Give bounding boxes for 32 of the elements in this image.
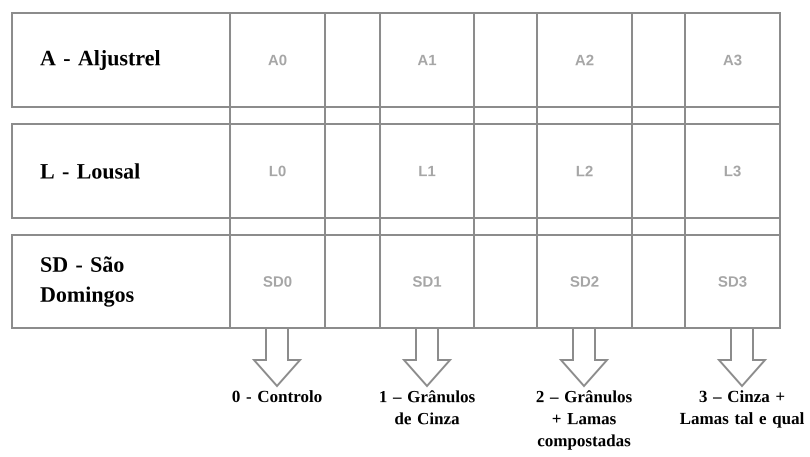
table-cell xyxy=(631,234,686,329)
row-header-cell: A - Aljustrel xyxy=(11,12,231,108)
row-header-cell: L - Lousal xyxy=(11,123,231,219)
treatment-label: 3 – Cinza + Lamas tal e qual xyxy=(680,390,804,428)
table-cell xyxy=(631,123,686,219)
table-cell: A2 xyxy=(536,12,633,108)
table-cell: L2 xyxy=(536,123,633,219)
table-cell: SD1 xyxy=(379,234,475,329)
table-cell xyxy=(473,12,538,108)
table-cell: A0 xyxy=(229,12,326,108)
treatment-label: 0 - Controlo xyxy=(232,390,322,402)
table-cell: L3 xyxy=(684,123,781,219)
block-arrow xyxy=(558,328,610,388)
treatment-label: 1 – Grânulos de Cinza xyxy=(380,390,475,424)
block-arrow xyxy=(252,328,302,388)
treatment-label: 2 – Grânulos + Lamas compostadas xyxy=(536,390,632,450)
table-cell xyxy=(324,234,381,329)
table-cell: A1 xyxy=(379,12,475,108)
table-cell xyxy=(324,12,381,108)
table-cell: SD0 xyxy=(229,234,326,329)
table-cell xyxy=(473,123,538,219)
block-arrow xyxy=(716,328,768,388)
table-cell: L1 xyxy=(379,123,475,219)
table-cell: L0 xyxy=(229,123,326,219)
table-cell xyxy=(473,234,538,329)
block-arrow xyxy=(402,328,452,388)
table-cell: SD3 xyxy=(684,234,781,329)
table-cell xyxy=(324,123,381,219)
table-cell xyxy=(631,12,686,108)
row-header-cell: SD - São Domingos xyxy=(11,234,231,329)
table-cell: SD2 xyxy=(536,234,633,329)
table-cell: A3 xyxy=(684,12,781,108)
